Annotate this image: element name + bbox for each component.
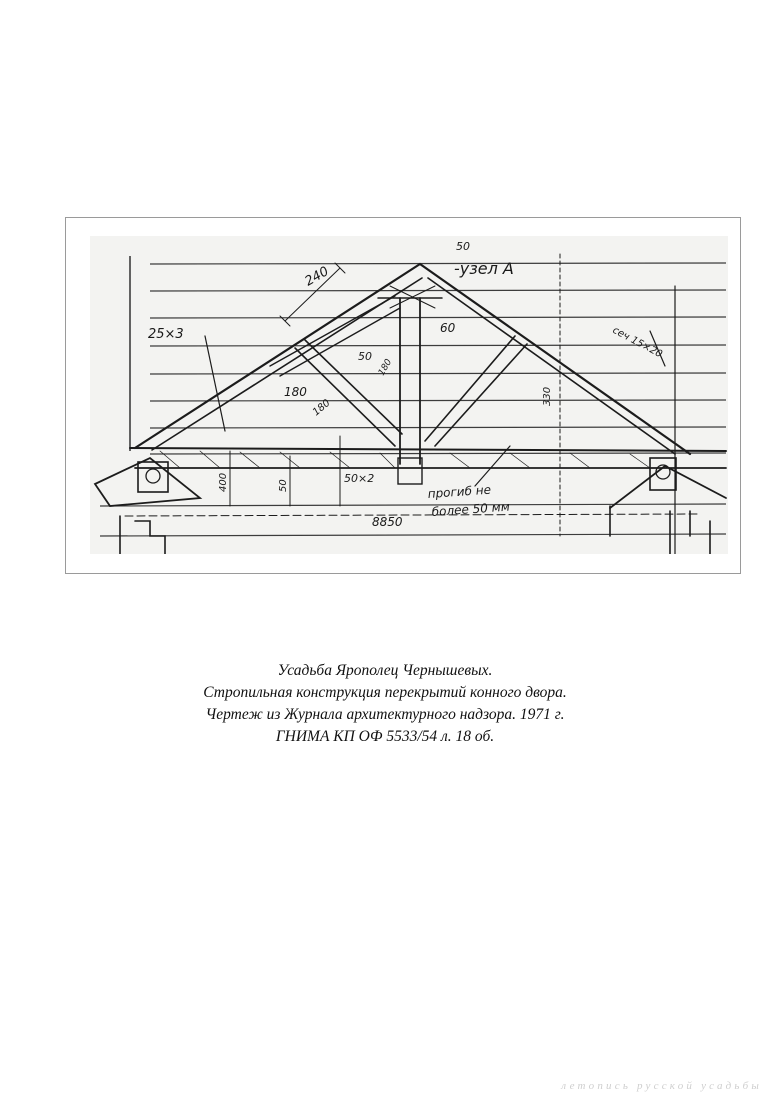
figure-caption: Усадьба Ярополец Чернышевых. Стропильная… bbox=[0, 660, 770, 748]
caption-line-3: Чертеж из Журнала архитектурного надзора… bbox=[205, 706, 565, 723]
label-180-a: 180 bbox=[284, 385, 307, 399]
label-node-a: -узел А bbox=[454, 259, 514, 278]
caption-line-2: Стропильная конструкция перекрытий конно… bbox=[203, 684, 567, 701]
figure-frame: 50 -узел А 240 25×3 60 50 180 180 180 се… bbox=[65, 217, 741, 574]
label-note-line1: прогиб не bbox=[427, 483, 491, 501]
footer-watermark: летопись русской усадьбы bbox=[561, 1080, 762, 1092]
ruled-lines bbox=[99, 262, 727, 537]
caption-line-4: ГНИМА КП ОФ 5533/54 л. 18 об. bbox=[275, 728, 495, 745]
caption-line-1: Усадьба Ярополец Чернышевых. bbox=[277, 662, 493, 679]
paper-background bbox=[90, 236, 728, 554]
label-height-330: 330 bbox=[542, 387, 553, 406]
label-span-8850: 8850 bbox=[372, 515, 403, 529]
truss-drawing: 50 -узел А 240 25×3 60 50 180 180 180 се… bbox=[90, 236, 728, 554]
label-rafter-25x3: 25×3 bbox=[148, 327, 184, 342]
label-post-60: 60 bbox=[440, 321, 456, 335]
label-brace-50: 50 bbox=[358, 350, 372, 363]
truss-structure bbox=[93, 253, 727, 554]
label-top-50: 50 bbox=[456, 240, 470, 253]
label-note-line2: более 50 мм bbox=[431, 500, 510, 519]
label-beam-50x2: 50×2 bbox=[344, 472, 374, 485]
label-h-50: 50 bbox=[278, 479, 289, 492]
label-h-400: 400 bbox=[218, 473, 229, 492]
